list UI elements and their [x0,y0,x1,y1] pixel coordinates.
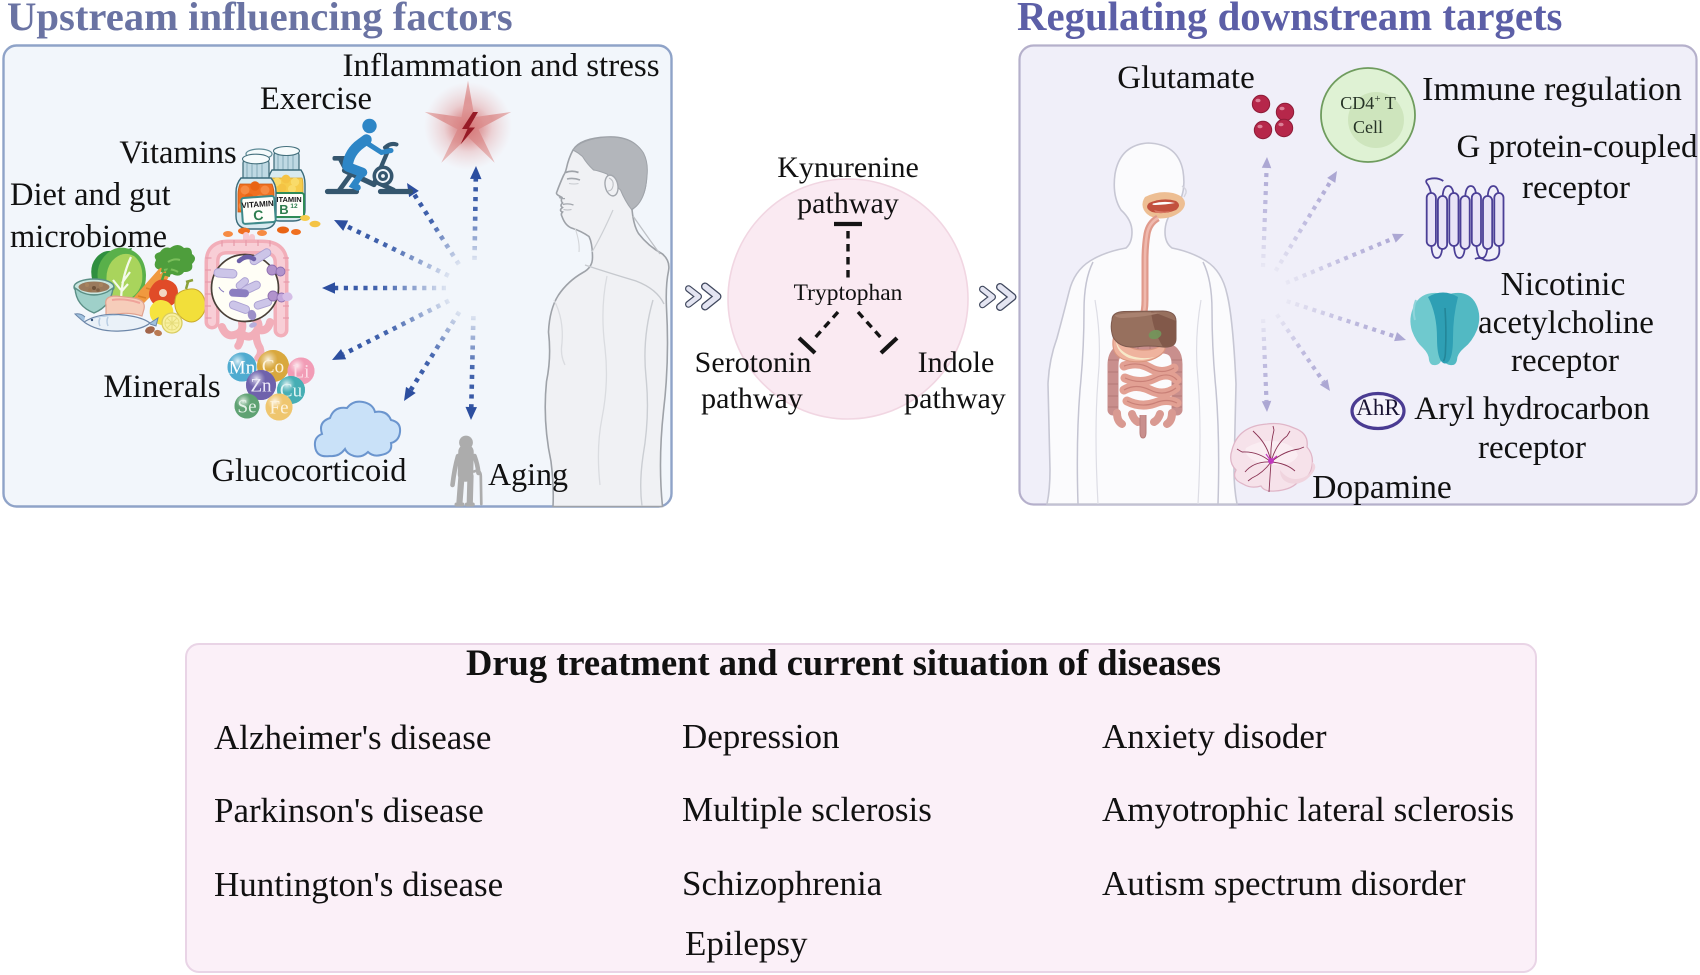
svg-text:VITAMIN: VITAMIN [271,195,301,204]
svg-text:VITAMIN: VITAMIN [241,199,274,210]
svg-text:12: 12 [290,203,298,210]
svg-text:Fe: Fe [270,398,289,419]
svg-text:B: B [279,202,288,217]
svg-text:Zn: Zn [250,376,272,397]
svg-text:C: C [253,207,264,224]
svg-text:Se: Se [238,397,257,418]
svg-text:Mn: Mn [229,358,256,379]
